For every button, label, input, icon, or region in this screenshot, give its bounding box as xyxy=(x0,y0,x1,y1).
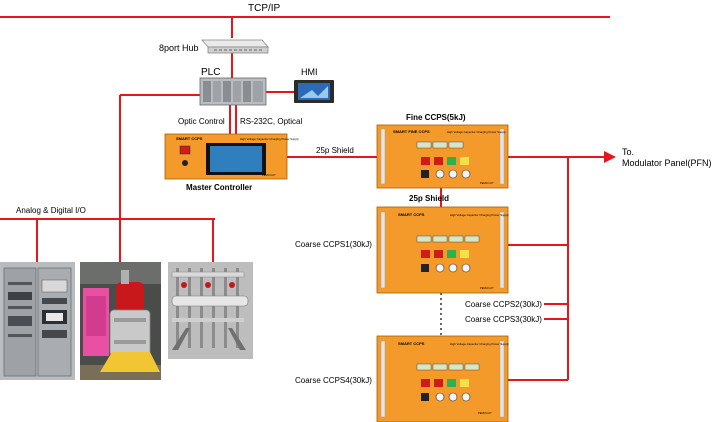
photo-capacitor-bank xyxy=(80,262,161,380)
shield-mid-label: 25p Shield xyxy=(409,194,449,203)
master-panel-desc: High Voltage Capacitor Charging Power Su… xyxy=(240,137,299,141)
modulator-panel-label: Modulator Panel(PFN) xyxy=(622,158,712,168)
master-controller-panel: SMART CCPS High Voltage Capacitor Chargi… xyxy=(164,133,299,180)
coarse3-label: Coarse CCPS3(30kJ) xyxy=(465,315,542,324)
hub-device xyxy=(201,39,269,54)
connection-lines xyxy=(0,16,610,381)
fine-panel-maker: PEMCO-KT xyxy=(480,181,494,185)
to-label: To. xyxy=(622,147,634,157)
coarse4-ccps-panel: SMART CCPS High Voltage Capacitor Chargi… xyxy=(376,335,509,422)
coarse4-panel-desc: High Voltage Capacitor Charging Power Su… xyxy=(450,342,509,346)
plc-device xyxy=(199,77,267,106)
photo-switch-rack xyxy=(168,262,253,359)
coarse4-label: Coarse CCPS4(30kJ) xyxy=(295,376,372,385)
coarse4-panel-brand: SMART CCPS xyxy=(398,341,425,346)
hub-label: 8port Hub xyxy=(159,43,199,53)
master-panel-brand: SMART CCPS xyxy=(176,136,203,141)
plc-label: PLC xyxy=(201,67,220,78)
analog-digital-io-label: Analog & Digital I/O xyxy=(16,206,86,215)
coarse2-label: Coarse CCPS2(30kJ) xyxy=(465,300,542,309)
rs232-label: RS-232C, Optical xyxy=(240,117,302,126)
fine-ccps-label: Fine CCPS(5kJ) xyxy=(406,113,466,122)
fine-ccps-panel: SMART FINE CCPS High Voltage Capacitor C… xyxy=(376,124,509,189)
coarse1-panel-desc: High Voltage Capacitor Charging Power Su… xyxy=(450,213,509,217)
coarse4-panel-maker: PEMCO-KT xyxy=(478,411,492,415)
master-panel-maker: PEMCO-KT xyxy=(262,173,276,177)
photo-io-cabinet xyxy=(0,262,75,380)
arrow-head xyxy=(604,151,616,163)
master-controller-label: Master Controller xyxy=(186,183,252,192)
hmi-device xyxy=(294,80,334,103)
fine-panel-desc: High Voltage Capacitor Charging Power Su… xyxy=(447,130,506,134)
hmi-label: HMI xyxy=(301,67,318,77)
tcpip-label: TCP/IP xyxy=(248,3,281,14)
optic-control-label: Optic Control xyxy=(178,117,225,126)
shield-top-label: 25p Shield xyxy=(316,146,354,155)
coarse1-panel-maker: PEMCO-KT xyxy=(480,286,494,290)
coarse1-label: Coarse CCPS1(30kJ) xyxy=(295,240,372,249)
fine-panel-brand: SMART FINE CCPS xyxy=(393,129,430,134)
diagram-labels: TCP/IP 8port Hub PLC HMI Optic Control R… xyxy=(16,3,712,385)
coarse1-ccps-panel: SMART CCPS High Voltage Capacitor Chargi… xyxy=(376,206,509,294)
coarse1-panel-brand: SMART CCPS xyxy=(398,212,425,217)
